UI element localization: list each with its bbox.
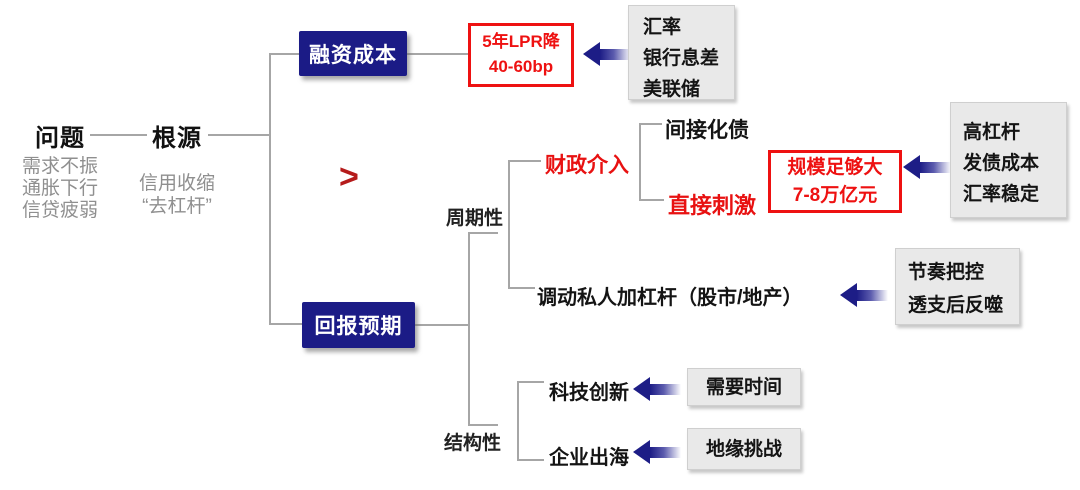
arrow-head [583, 42, 600, 66]
lpr-line: 5年LPR降 [482, 32, 560, 52]
scale-line: 规模足够大 [787, 156, 883, 178]
connector-line [468, 232, 498, 234]
connector-line [517, 381, 544, 383]
arrow-head [633, 440, 650, 464]
constraint-item: 发债成本 [963, 153, 1040, 174]
problem-line: 需求不振 [21, 156, 98, 177]
left-arrow-icon [583, 42, 631, 66]
connector-line [208, 134, 269, 136]
problem-line: 信贷疲弱 [21, 200, 98, 221]
node-tech-innovation: 科技创新 [549, 382, 629, 404]
connector-line [468, 232, 470, 426]
root-cause-subtext: 信用收缩 “去杠杆” [126, 172, 228, 218]
node-return-expectation: 回报预期 [302, 302, 415, 348]
connector-line [639, 123, 662, 125]
left-arrow-icon [903, 155, 951, 179]
constraint-item: 地缘挑战 [705, 439, 782, 460]
root-cause-line: 信用收缩 [138, 173, 215, 194]
node-fiscal-intervention: 财政介入 [545, 154, 629, 177]
constraint-item: 高杠杆 [963, 122, 1021, 143]
category-structural: 结构性 [444, 433, 502, 454]
arrow-head [903, 155, 920, 179]
node-direct-stimulus: 直接刺激 [668, 193, 757, 218]
constraints-tech-box: 需要时间 [687, 368, 801, 406]
constraint-item: 透支后反噬 [908, 295, 1004, 316]
constraint-item: 银行息差 [643, 48, 720, 69]
root-cause-line: “去杠杆” [142, 196, 212, 217]
greater-than-symbol: > [339, 158, 359, 196]
connector-line [517, 381, 519, 461]
highlight-stimulus-scale: 规模足够大 7-8万亿元 [768, 150, 902, 213]
node-companies-overseas: 企业出海 [549, 447, 629, 469]
connector-line [508, 160, 541, 162]
root-cause-title: 根源 [152, 125, 202, 152]
connector-line [269, 53, 300, 55]
constraint-item: 汇率 [643, 17, 682, 38]
connector-line [269, 53, 271, 325]
connector-line [508, 160, 510, 289]
problem-line: 通胀下行 [21, 178, 98, 199]
left-arrow-icon [633, 440, 681, 464]
connector-line [407, 53, 468, 55]
constraints-leverage-box: 节奏把控 透支后反噬 [895, 248, 1020, 325]
arrow-tail [650, 383, 681, 395]
arrow-head [633, 377, 650, 401]
problem-title: 问题 [35, 125, 85, 152]
connector-line [90, 134, 147, 136]
highlight-lpr-cut: 5年LPR降 40-60bp [468, 23, 574, 87]
constraints-financing-box: 汇率 银行息差 美联储 [628, 5, 735, 100]
scale-line: 7-8万亿元 [792, 184, 878, 206]
connector-line [639, 199, 664, 201]
connector-line [517, 459, 544, 461]
node-financing-cost: 融资成本 [299, 31, 407, 76]
lpr-line: 40-60bp [488, 57, 554, 76]
problem-subtext: 需求不振 通胀下行 信贷疲弱 [12, 156, 108, 222]
connector-line [639, 123, 641, 201]
node-indirect-debt: 间接化债 [665, 119, 749, 142]
arrow-tail [650, 446, 681, 458]
connector-line [269, 323, 303, 325]
left-arrow-icon [840, 283, 888, 307]
constraints-stimulus-box: 高杠杆 发债成本 汇率稳定 [950, 102, 1067, 218]
constraints-overseas-box: 地缘挑战 [687, 428, 801, 470]
category-cyclical: 周期性 [446, 208, 504, 229]
constraint-item: 美联储 [643, 79, 701, 100]
connector-line [468, 424, 498, 426]
arrow-head [840, 283, 857, 307]
constraint-item: 需要时间 [705, 377, 782, 398]
node-private-leverage: 调动私人加杠杆（股市/地产） [537, 287, 803, 309]
arrow-tail [920, 161, 951, 173]
constraint-item: 节奏把控 [908, 262, 985, 283]
arrow-tail [857, 289, 888, 301]
constraint-item: 汇率稳定 [963, 184, 1040, 205]
arrow-tail [600, 48, 631, 60]
left-arrow-icon [633, 377, 681, 401]
connector-line [415, 324, 470, 326]
connector-line [508, 287, 535, 289]
